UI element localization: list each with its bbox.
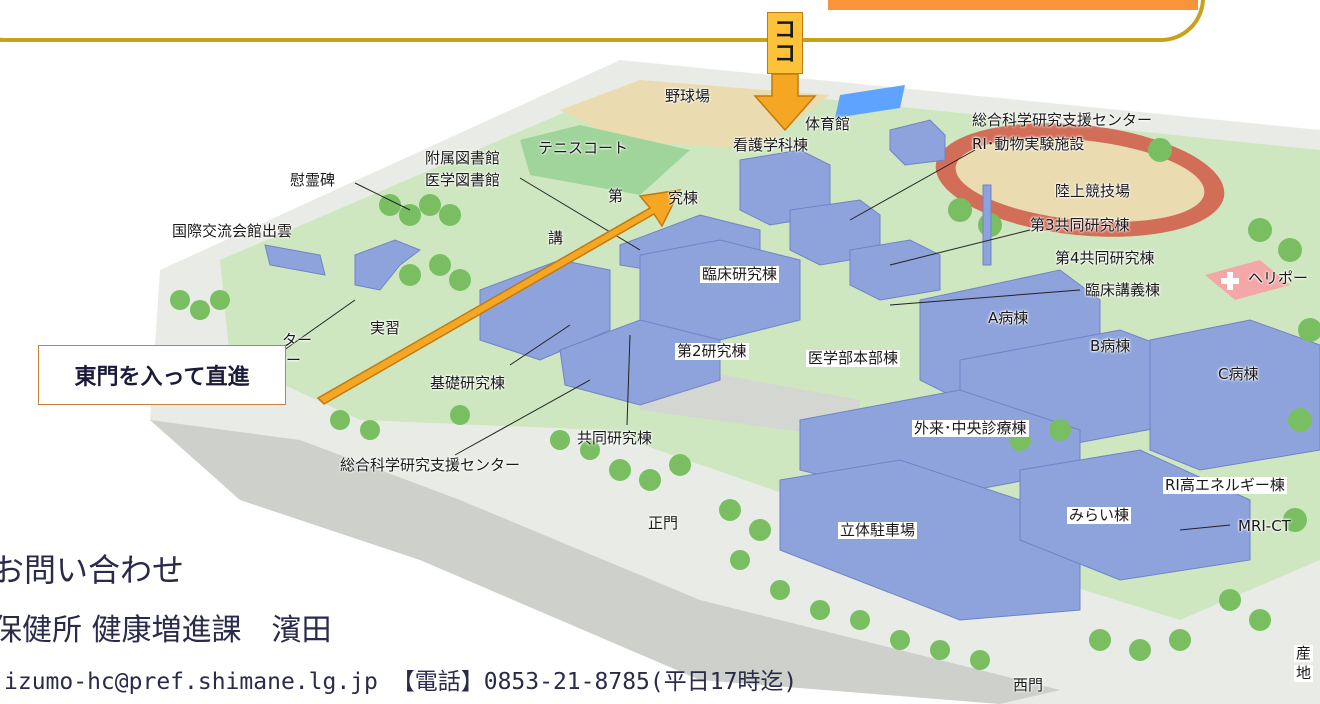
chimney: [982, 184, 992, 266]
callout-orange-box: [828, 0, 1198, 10]
label-tennis: テニスコート: [538, 139, 629, 157]
label-ward-c: C病棟: [1218, 365, 1259, 383]
label-clinical-research: 臨床研究棟: [700, 265, 780, 284]
contact-email-phone: izumo-hc@pref.shimane.lg.jp 【電話】0853-21-…: [4, 669, 798, 695]
label-parking: 立体駐車場: [838, 521, 918, 540]
label-center-partial-1: ター: [282, 331, 313, 349]
label-track: 陸上競技場: [1055, 182, 1131, 200]
label-ward-b: B病棟: [1090, 337, 1131, 355]
label-ri-high: RI高エネルギー棟: [1163, 476, 1287, 495]
label-baseball: 野球場: [665, 87, 711, 105]
coco-char: コ: [773, 17, 796, 43]
label-research-support-bottom: 総合科学研究支援センター: [340, 456, 521, 474]
label-ward-a: A病棟: [988, 309, 1029, 327]
label-gym: 体育館: [805, 115, 851, 133]
east-gate-arrow: [316, 189, 682, 405]
label-practice-partial: 実習: [370, 319, 401, 337]
heliport-cross-icon: [1221, 272, 1239, 290]
label-west-gate: 西門: [1013, 676, 1044, 694]
down-arrow-icon: [753, 73, 817, 132]
label-industry-1: 産: [1294, 644, 1314, 663]
label-lecture: 臨床講義棟: [1085, 281, 1161, 299]
label-basic-research: 基礎研究棟: [430, 374, 506, 392]
label-med-hq: 医学部本部棟: [806, 349, 901, 368]
buildings: [264, 119, 1320, 621]
coco-char: コ: [773, 42, 796, 67]
heliport-pad: [1205, 260, 1290, 300]
label-research4: 第4共同研究棟: [1055, 249, 1155, 267]
label-lecture-partial: 講: [548, 229, 564, 247]
label-intl-hall: 国際交流会館出雲: [172, 222, 293, 240]
contact-heading: お問い合わせ: [0, 551, 185, 589]
label-industry-2: 地: [1294, 664, 1314, 683]
label-first-research-tail: 究棟: [668, 189, 699, 207]
label-research3: 第3共同研究棟: [1030, 216, 1130, 234]
label-center-partial-2: ー: [286, 351, 302, 369]
coco-marker: コ コ: [767, 12, 803, 74]
label-research-support-top: 総合科学研究支援センター: [972, 111, 1153, 129]
east-gate-note: 東門を入って直進: [38, 345, 286, 405]
label-library-2: 医学図書館: [425, 171, 501, 189]
leader-lines: [269, 149, 1231, 531]
pool: [835, 85, 905, 118]
label-mirai: みらい棟: [1067, 506, 1132, 525]
contact-org: 保健所 健康増進課 濱田: [0, 613, 332, 648]
label-outpatient: 外来･中央診療棟: [912, 419, 1029, 438]
tennis-court: [520, 125, 690, 195]
label-first-research-partial: 第: [608, 187, 624, 205]
label-memorial: 慰霊碑: [290, 171, 336, 189]
label-nursing: 看護学科棟: [733, 136, 809, 154]
label-joint-research: 共同研究棟: [577, 429, 653, 447]
label-library-1: 附属図書館: [425, 149, 501, 167]
road: [150, 420, 1060, 704]
trees: [170, 138, 1320, 670]
label-ri-animal: RI･動物実験施設: [972, 135, 1085, 153]
label-heliport: ヘリポー: [1248, 269, 1309, 287]
athletics-field: [955, 138, 1205, 222]
label-mri-ct: MRI-CT: [1238, 517, 1291, 535]
label-research2: 第2研究棟: [675, 342, 749, 361]
label-main-gate: 正門: [648, 514, 679, 532]
